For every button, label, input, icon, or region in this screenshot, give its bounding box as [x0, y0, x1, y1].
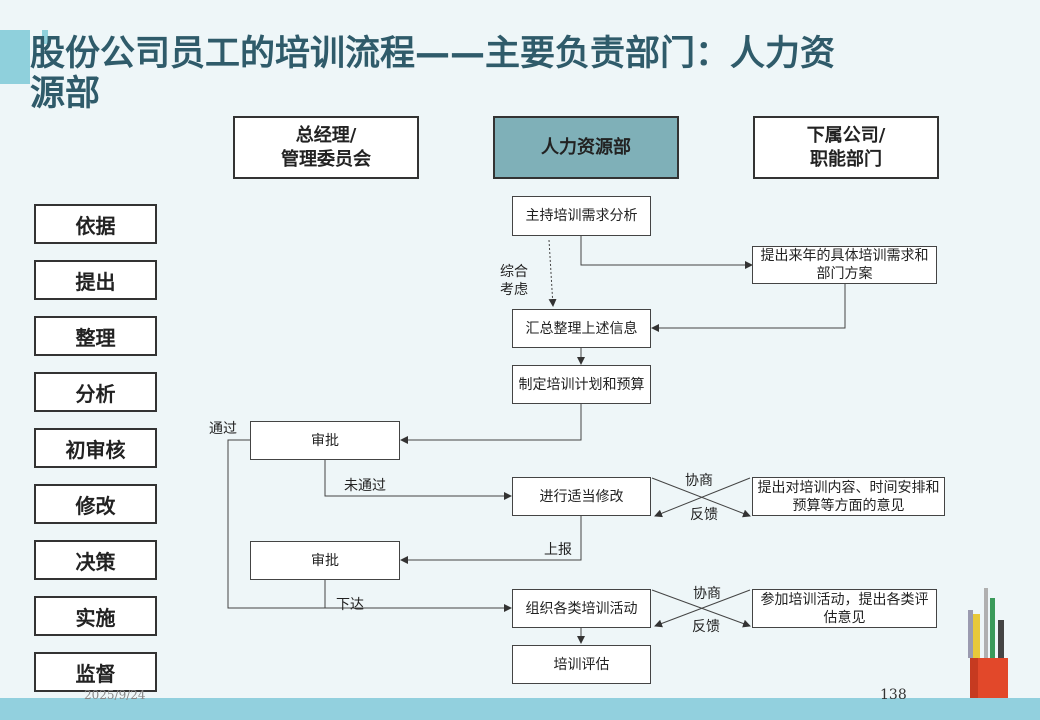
label-pass: 通过 [209, 421, 237, 437]
node-modify: 进行适当修改 [512, 477, 651, 516]
accent-bar [0, 30, 30, 84]
page-number: 138 [880, 687, 907, 703]
column-header-sub: 下属公司/ 职能部门 [753, 116, 939, 179]
footer-bar [0, 698, 1040, 720]
step-modify: 修改 [34, 484, 157, 524]
node-approve-1: 审批 [250, 421, 400, 460]
node-participate: 参加培训活动，提出各类评估意见 [752, 589, 937, 628]
node-propose-plan: 提出来年的具体培训需求和部门方案 [752, 246, 937, 284]
step-organize: 整理 [34, 316, 157, 356]
step-implement: 实施 [34, 596, 157, 636]
label-consult-1: 协商 [685, 473, 713, 489]
step-preliminary-review: 初审核 [34, 428, 157, 468]
label-issue: 下达 [336, 597, 364, 613]
footer-date: 2025/9/24 [84, 688, 146, 702]
node-organize: 组织各类培训活动 [512, 589, 651, 628]
node-needs-analysis: 主持培训需求分析 [512, 196, 651, 236]
node-make-plan: 制定培训计划和预算 [512, 365, 651, 404]
accent-mark [42, 30, 48, 44]
column-header-hr: 人力资源部 [493, 116, 679, 179]
node-approve-2: 审批 [250, 541, 400, 580]
step-decide: 决策 [34, 540, 157, 580]
node-opinions: 提出对培训内容、时间安排和预算等方面的意见 [752, 477, 945, 516]
label-report: 上报 [544, 542, 572, 558]
step-propose: 提出 [34, 260, 157, 300]
label-feedback-1: 反馈 [690, 507, 718, 523]
label-consider: 综合 考虑 [500, 264, 528, 298]
slide-title: 股份公司员工的培训流程——主要负责部门：人力资源部 [30, 34, 836, 114]
column-header-gm: 总经理/ 管理委员会 [233, 116, 419, 179]
label-feedback-2: 反馈 [692, 619, 720, 635]
label-not-pass: 未通过 [344, 478, 386, 494]
step-analyze: 分析 [34, 372, 157, 412]
step-supervise: 监督 [34, 652, 157, 692]
node-summarize: 汇总整理上述信息 [512, 309, 651, 348]
step-basis: 依据 [34, 204, 157, 244]
label-consult-2: 协商 [693, 586, 721, 602]
pencil-cup-icon [968, 588, 1008, 700]
node-evaluate: 培训评估 [512, 645, 651, 684]
